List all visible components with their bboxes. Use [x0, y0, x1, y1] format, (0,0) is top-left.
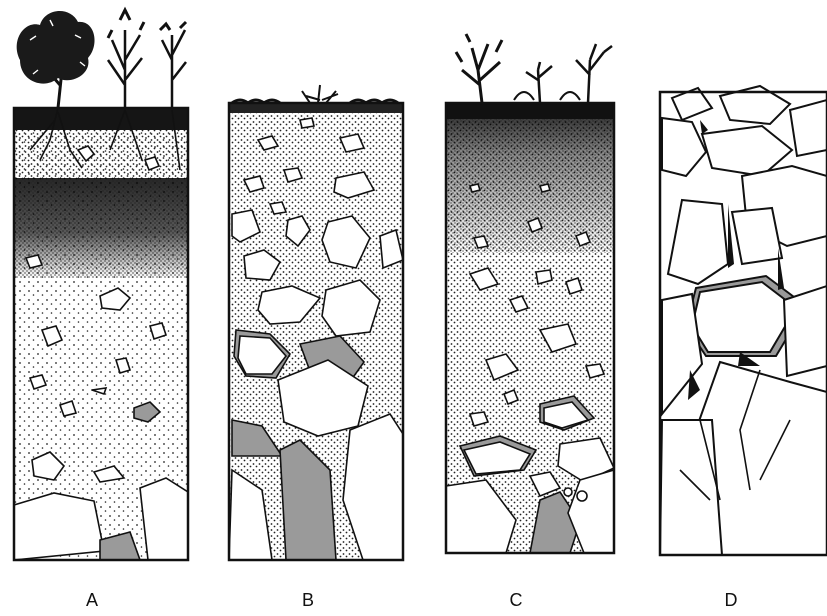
profile-d — [660, 86, 827, 555]
shrub-icon — [108, 10, 186, 108]
shrub-icon — [456, 34, 612, 103]
column-label-b: B — [288, 590, 328, 611]
column-label-c: C — [496, 590, 536, 611]
column-label-d: D — [711, 590, 751, 611]
tree-icon — [17, 11, 95, 108]
column-label-a: A — [72, 590, 112, 611]
profile-c — [446, 34, 614, 553]
profile-a — [14, 10, 188, 560]
grass-icon — [232, 85, 398, 103]
profile-b — [229, 85, 403, 560]
